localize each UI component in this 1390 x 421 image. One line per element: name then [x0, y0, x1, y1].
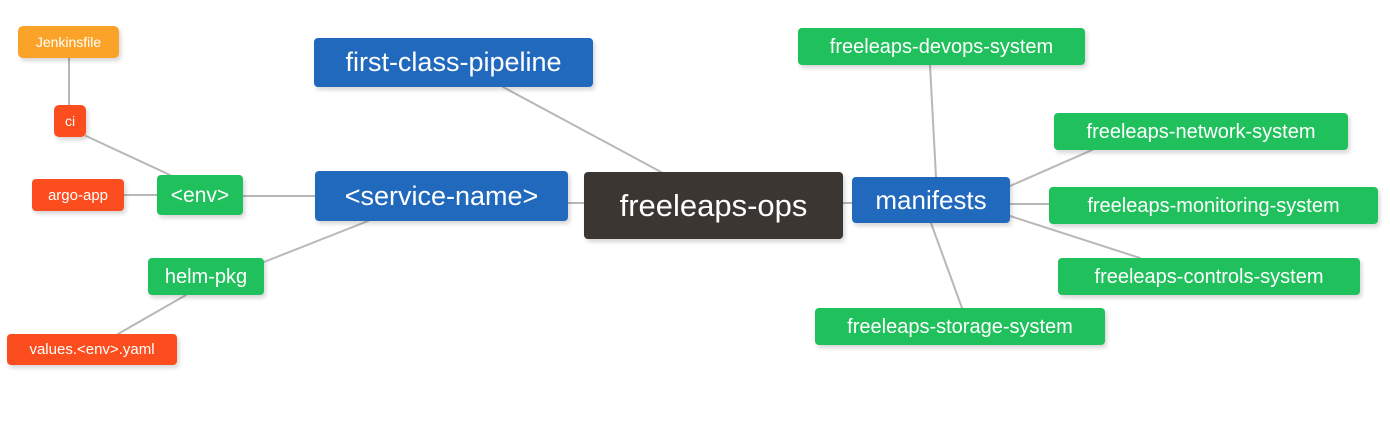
node-freeleaps-controls-system[interactable]: freeleaps-controls-system: [1058, 258, 1360, 295]
node-freeleaps-storage-system[interactable]: freeleaps-storage-system: [815, 308, 1105, 345]
node-values-yaml[interactable]: values.<env>.yaml: [7, 334, 177, 365]
edge-ci-env: [85, 135, 171, 176]
node-jenkinsfile[interactable]: Jenkinsfile: [18, 26, 119, 58]
node-freeleaps-network-system[interactable]: freeleaps-network-system: [1054, 113, 1348, 150]
node-label-helm-pkg: helm-pkg: [164, 265, 248, 288]
edge-manifests-devops: [929, 64, 937, 178]
node-label-freeleaps-network-system: freeleaps-network-system: [1086, 120, 1316, 143]
node-freeleaps-monitoring-system[interactable]: freeleaps-monitoring-system: [1049, 187, 1378, 224]
node-freeleaps-devops-system[interactable]: freeleaps-devops-system: [798, 28, 1085, 65]
node-label-freeleaps-ops: freeleaps-ops: [619, 188, 808, 223]
node-first-class-pipeline[interactable]: first-class-pipeline: [314, 38, 593, 87]
node-freeleaps-ops[interactable]: freeleaps-ops: [584, 172, 843, 239]
edge-manifests-network: [1009, 149, 1093, 187]
node-label-jenkinsfile: Jenkinsfile: [35, 34, 102, 50]
edge-manifests-storage: [930, 222, 963, 309]
node-helm-pkg[interactable]: helm-pkg: [148, 258, 264, 295]
node-label-env: <env>: [170, 183, 230, 207]
edge-pipeline-ops: [502, 86, 662, 173]
node-manifests[interactable]: manifests: [852, 177, 1010, 223]
node-label-argo-app: argo-app: [47, 186, 109, 204]
node-label-first-class-pipeline: first-class-pipeline: [345, 47, 562, 77]
edge-servicename-helmpkg: [263, 220, 369, 263]
node-env[interactable]: <env>: [157, 175, 243, 215]
node-ci[interactable]: ci: [54, 105, 86, 137]
edge-helmpkg-values: [117, 294, 187, 335]
node-label-manifests: manifests: [875, 185, 987, 215]
node-label-freeleaps-controls-system: freeleaps-controls-system: [1094, 265, 1324, 288]
node-label-freeleaps-devops-system: freeleaps-devops-system: [829, 35, 1054, 58]
node-argo-app[interactable]: argo-app: [32, 179, 124, 211]
node-label-freeleaps-storage-system: freeleaps-storage-system: [847, 315, 1073, 338]
node-label-ci: ci: [64, 113, 76, 129]
node-label-values-yaml: values.<env>.yaml: [29, 341, 155, 358]
node-label-freeleaps-monitoring-system: freeleaps-monitoring-system: [1087, 194, 1340, 217]
node-service-name[interactable]: <service-name>: [315, 171, 568, 221]
node-label-service-name: <service-name>: [344, 180, 539, 211]
